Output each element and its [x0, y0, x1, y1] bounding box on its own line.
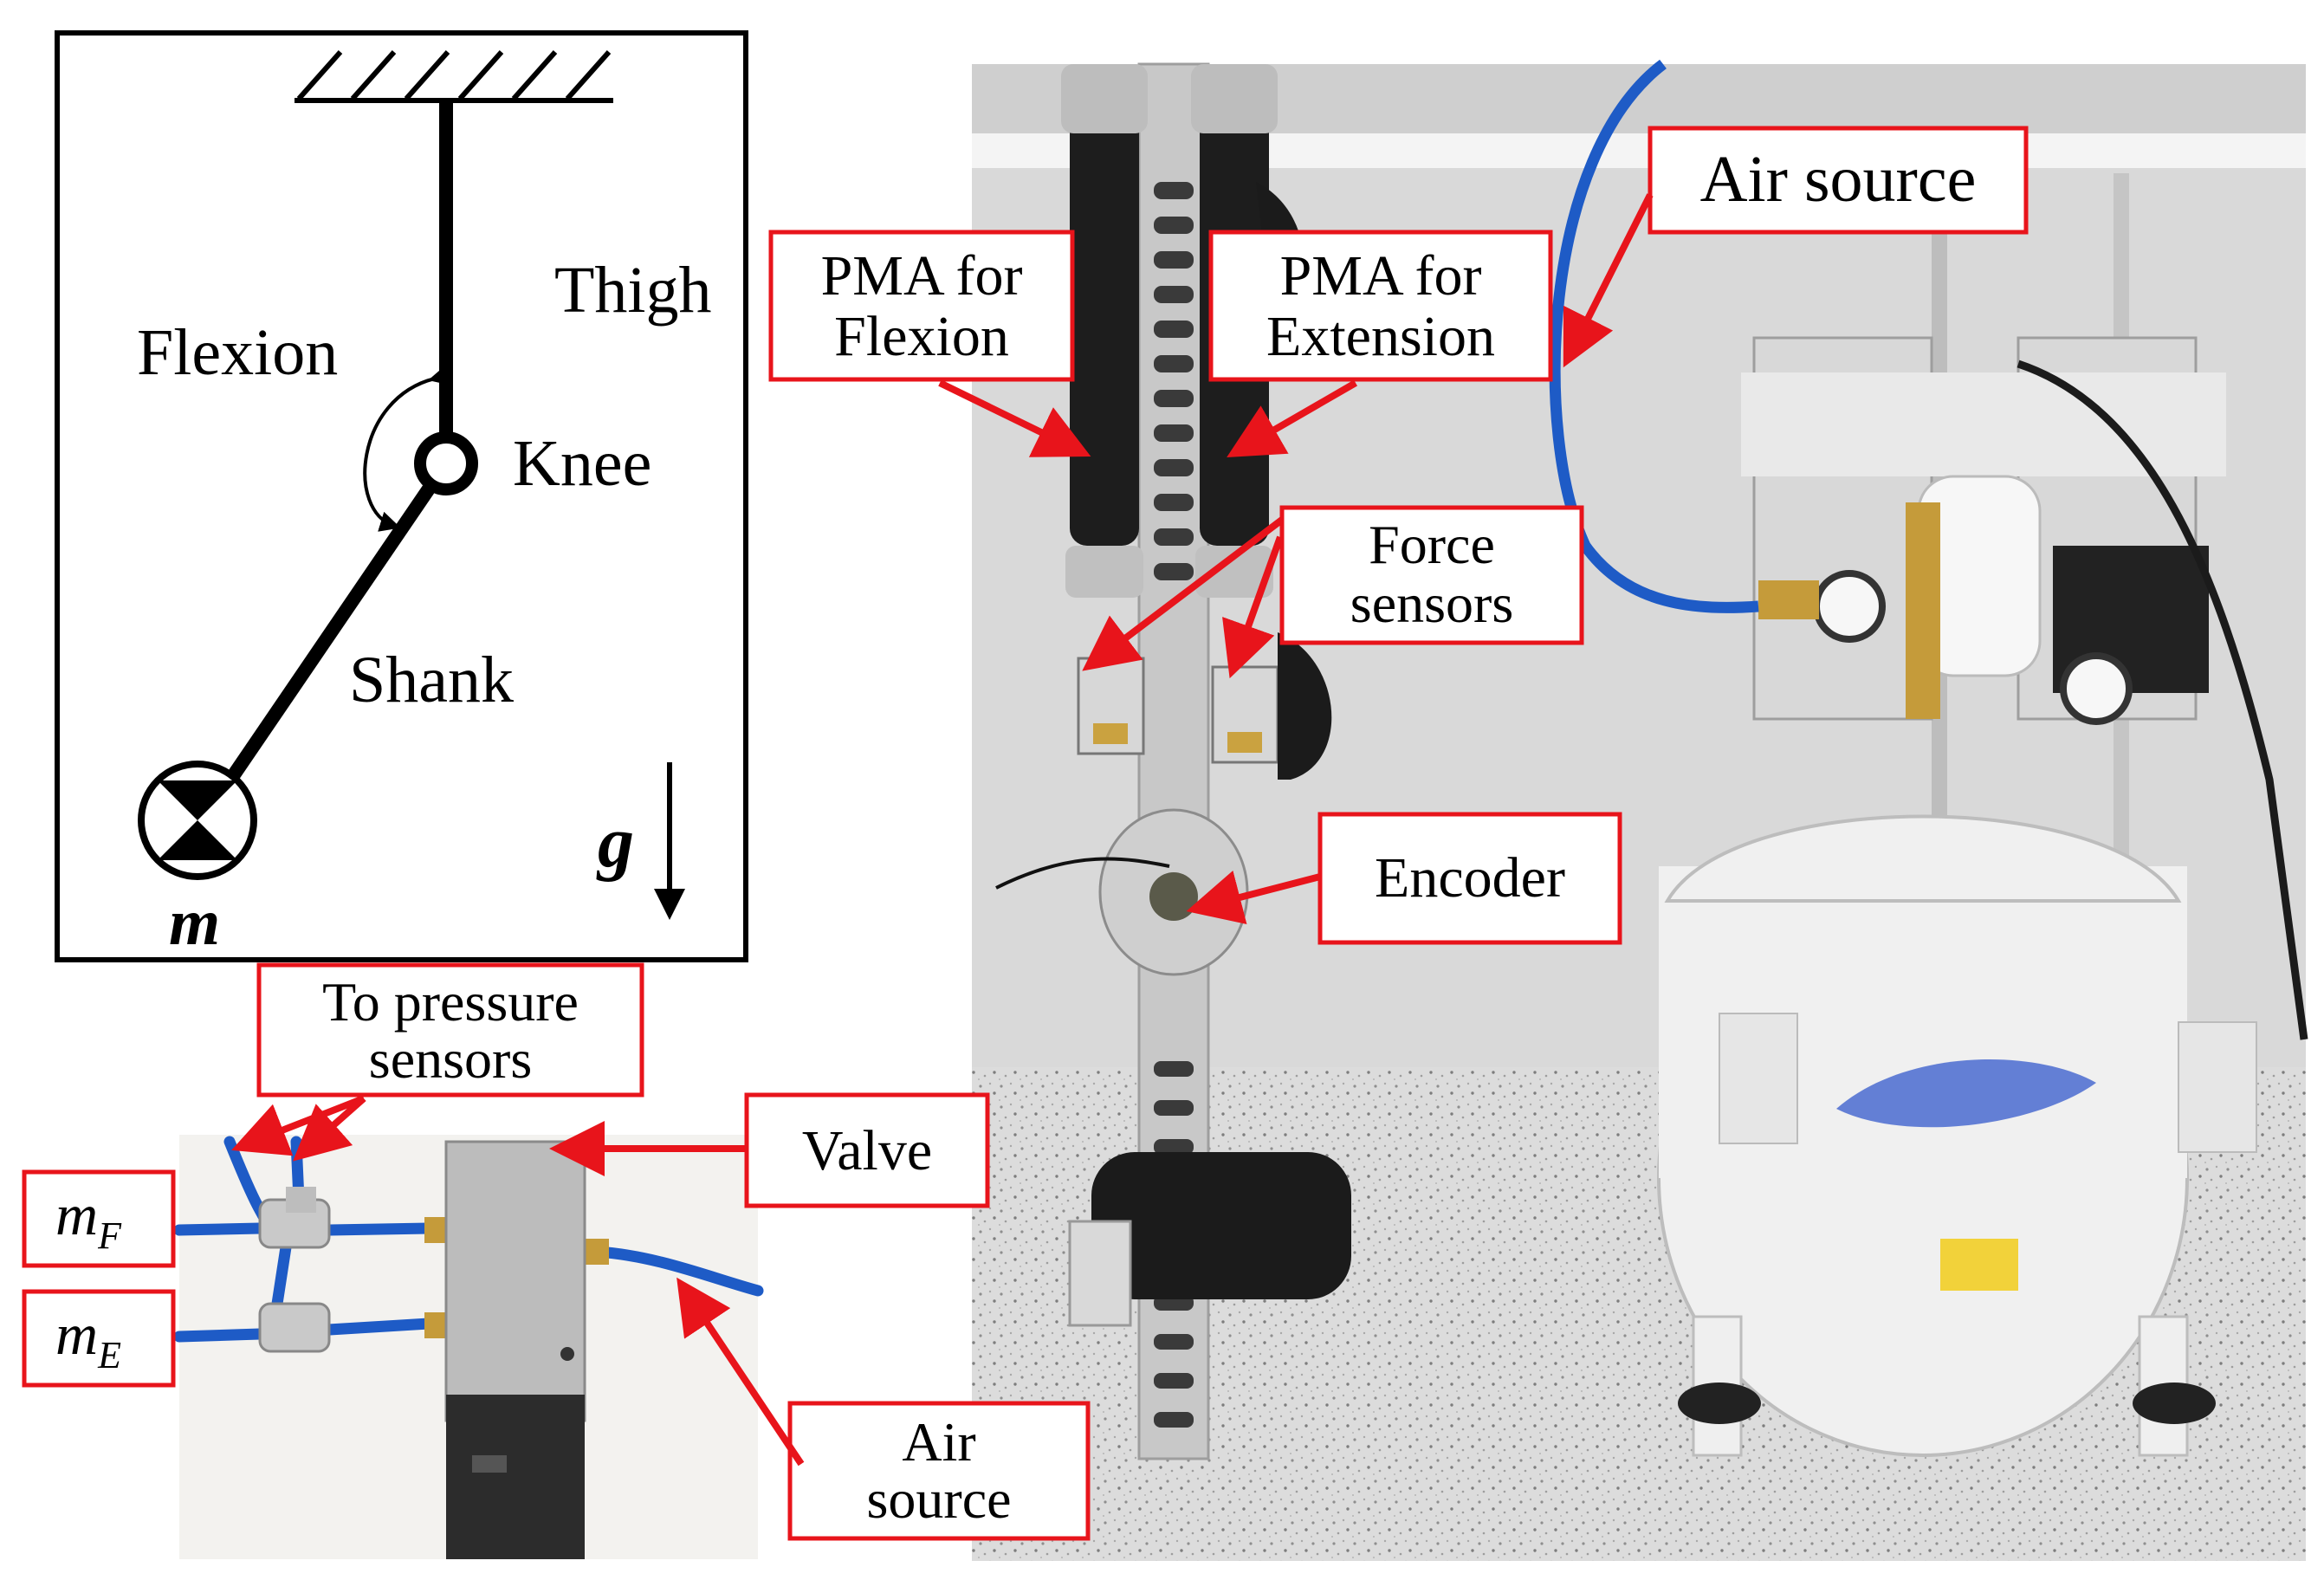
ceiling-support-icon [295, 50, 613, 103]
test-rig-photo [972, 59, 2308, 1561]
thigh-label: Thigh [554, 254, 712, 327]
air-source-top-label: Air source [1700, 143, 1977, 216]
m-e-sub: E [97, 1334, 121, 1376]
pressure-gauge-left [1813, 570, 1886, 643]
shank-label: Shank [349, 644, 514, 716]
arrow-pressure-right [293, 1096, 366, 1162]
flexion-arrow-icon [363, 365, 451, 532]
encoder-label: Encoder [1375, 846, 1565, 910]
arrow-force-sensor-right [1222, 535, 1284, 679]
pma-extension-line1: PMA for [1280, 244, 1482, 308]
callout-encoder [1317, 812, 1622, 945]
svg-text:mF: mF [55, 1182, 122, 1257]
callout-pma-flexion [768, 230, 1075, 382]
m-e-base: m [55, 1301, 98, 1367]
m-f-base: m [55, 1182, 98, 1247]
pma-flexion-line1: PMA for [821, 244, 1023, 308]
knee-schematic: Thigh Flexion Knee Shank g m [55, 30, 748, 962]
exoskeleton-leg [995, 62, 1351, 1460]
callout-pma-extension [1208, 230, 1553, 382]
air-compressor [1657, 336, 2257, 1457]
callout-to-pressure-sensors [256, 962, 644, 1098]
callout-arrows [231, 193, 1654, 1467]
gravity-label: g [596, 802, 634, 883]
flexion-label: Flexion [137, 316, 338, 389]
arrow-encoder [1186, 870, 1322, 924]
to-pressure-line2: sensors [369, 1028, 532, 1090]
knee-label: Knee [513, 427, 651, 500]
arrow-force-sensor-left [1082, 516, 1285, 671]
arrow-air-source-bottom [676, 1277, 805, 1467]
mass-icon [138, 761, 257, 880]
force-sensors-line2: sensors [1350, 573, 1513, 634]
air-source-bottom-line1: Air [902, 1411, 975, 1473]
arrow-air-source-top [1563, 193, 1654, 368]
callout-m-e [22, 1289, 176, 1388]
callout-air-source-top [1648, 126, 2029, 235]
m-f-sub: F [97, 1214, 122, 1257]
air-source-bottom-line2: source [866, 1468, 1011, 1530]
mass-label: m [169, 886, 220, 959]
callout-valve [744, 1092, 990, 1208]
to-pressure-line1: To pressure [322, 971, 579, 1033]
pma-flexion-line2: Flexion [834, 305, 1009, 368]
air-hose [1549, 59, 1759, 613]
encoder-body [1149, 872, 1198, 921]
callout-force-sensors [1279, 505, 1584, 645]
svg-text:mE: mE [55, 1301, 121, 1376]
knee-joint-icon [414, 431, 478, 495]
pma-extension-line2: Extension [1266, 305, 1495, 368]
pressure-gauge-right [2060, 652, 2133, 725]
callout-m-f [22, 1169, 176, 1268]
pma-flexion [1070, 95, 1139, 546]
valve-solenoid [446, 1395, 585, 1559]
arrow-pma-flexion [938, 379, 1091, 457]
callouts: PMA for Flexion PMA for Extension Air so… [22, 126, 2029, 1541]
valve-label: Valve [802, 1119, 932, 1182]
callout-air-source-bottom [787, 1401, 1091, 1541]
valve-body [444, 1140, 586, 1422]
arrow-pma-extension [1227, 379, 1358, 458]
force-sensors-line1: Force [1369, 514, 1495, 575]
valve-photo [173, 1135, 764, 1559]
